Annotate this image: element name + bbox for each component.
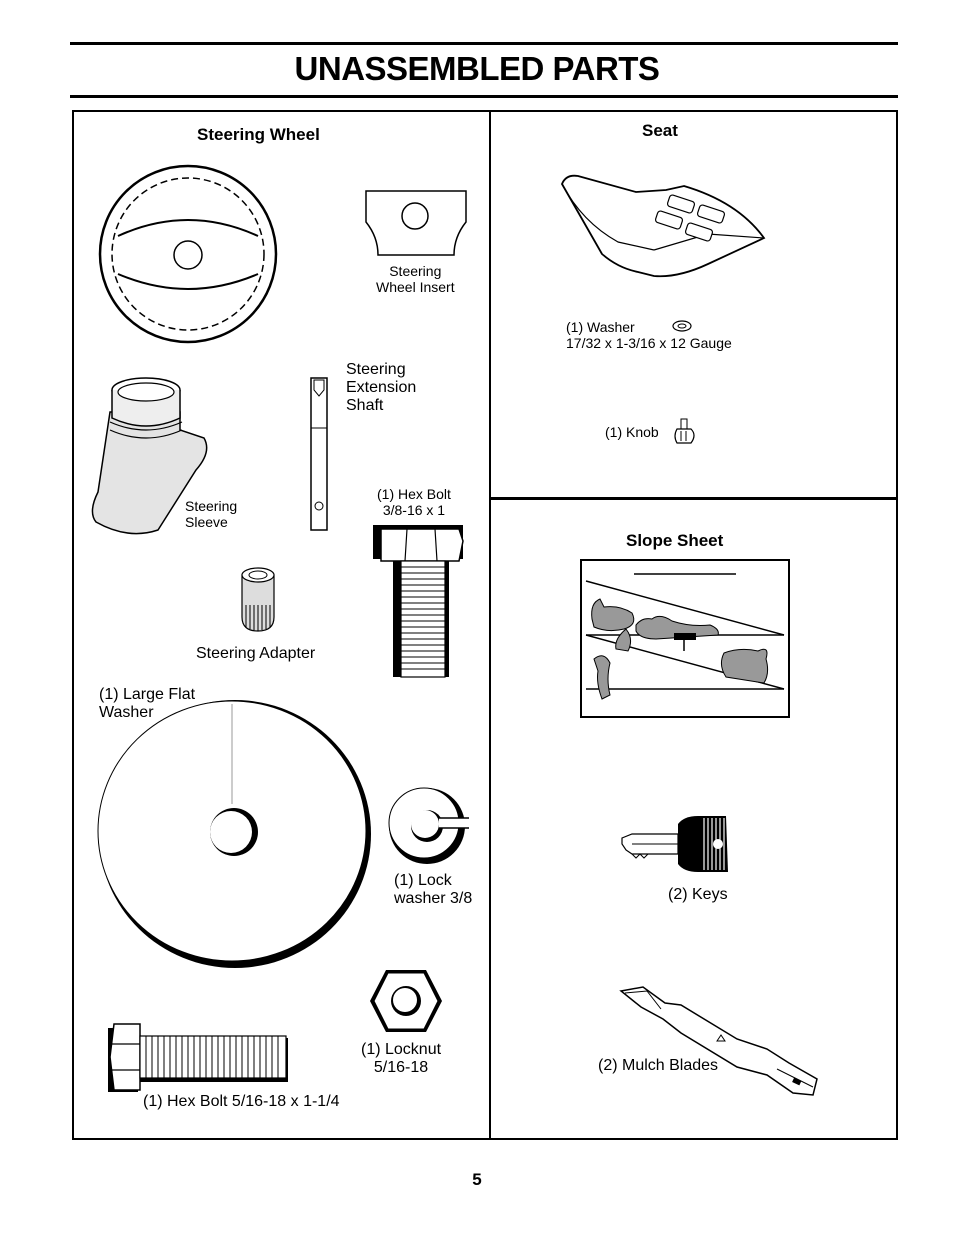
title-top-rule [70,42,898,45]
slope-panel [489,497,898,1140]
seat-heading: Seat [642,121,678,140]
large-flat-washer-label: (1) Large Flat Washer [99,686,196,721]
page-title: UNASSEMBLED PARTS [294,50,660,87]
hex-bolt-small-label: (1) Hex Bolt 5/16-18 x 1-1/4 [143,1093,340,1110]
lock-washer-label: (1) Lock washer 3/8 [394,872,473,907]
steering-adapter-label: Steering Adapter [196,645,316,662]
locknut-image [370,970,442,1032]
hex-bolt-large-label: (1) Hex Bolt 3/8-16 x 1 [377,486,451,518]
steering-wheel-heading: Steering Wheel [197,125,320,144]
hex-bolt-large-image [373,525,464,678]
slope-sheet-heading: Slope Sheet [626,531,724,550]
keys-label: (2) Keys [668,886,728,903]
seat-knob-label: (1) Knob [605,424,659,440]
steering-extension-shaft-image [310,377,328,531]
hex-bolt-small-image [108,1023,288,1092]
seat-image [561,174,766,278]
seat-washer-icon [672,320,692,332]
page-number: 5 [472,1170,482,1189]
steering-wheel-image [98,164,278,344]
steering-extension-shaft-label: Steering Extension Shaft [346,361,417,414]
title-bottom-rule [70,95,898,98]
seat-washer-label: (1) Washer 17/32 x 1-3/16 x 12 Gauge [566,319,732,351]
steering-wheel-insert-image [365,190,467,256]
seat-knob-icon [674,418,695,444]
steering-sleeve-label: Steering Sleeve [185,498,238,530]
mulch-blades-label: (2) Mulch Blades [598,1057,719,1074]
large-flat-washer-image [97,700,371,968]
key-image [621,816,728,872]
steering-wheel-insert-label: Steering Wheel Insert [376,263,455,295]
mulch-blade-image [619,986,818,1096]
seat-panel [489,110,898,500]
lock-washer-image [388,787,469,864]
steering-sleeve-image [91,377,208,535]
locknut-label: (1) Locknut 5/16-18 [361,1041,442,1076]
steering-adapter-image [241,567,275,632]
slope-sheet-image [580,559,790,718]
